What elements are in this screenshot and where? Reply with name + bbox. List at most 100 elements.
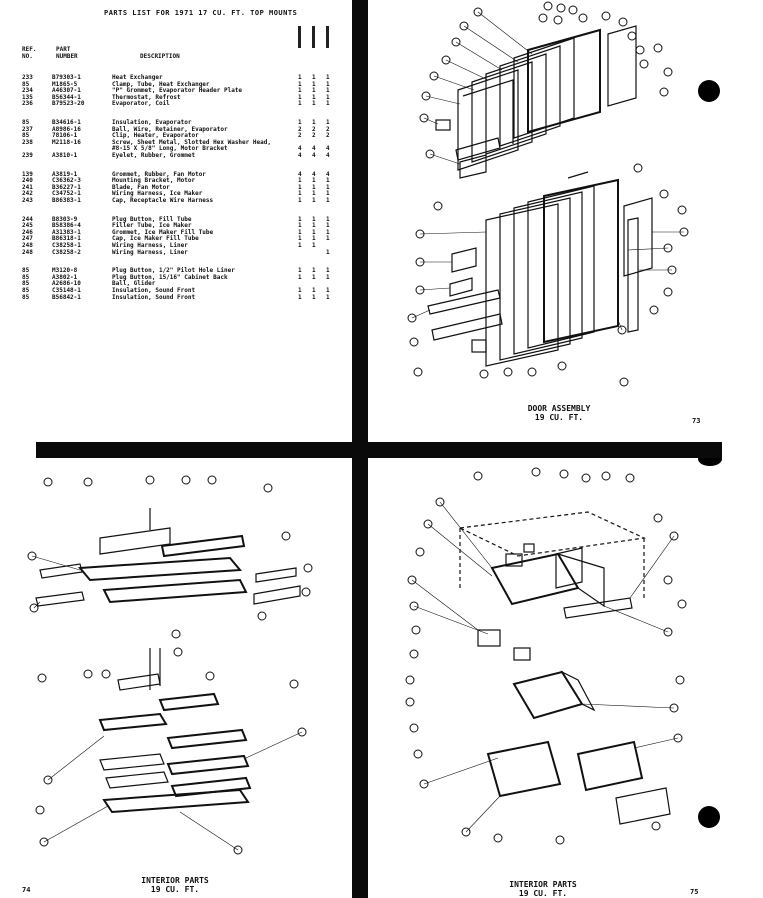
qty-model-3-cell: 1 — [326, 287, 330, 294]
qty-model-1-cell: 1 — [298, 93, 302, 101]
qty-model-3-cell: 1 — [326, 228, 330, 236]
qty-model-3-cell: 1 — [326, 190, 330, 198]
qty-model-3-cell: 1 — [326, 87, 330, 95]
qty-model-1-cell: 1 — [298, 242, 302, 249]
binder-hole — [698, 458, 722, 466]
table-row: 238 M2118-16 Screw, Sheet Metal, Slotted H… — [22, 139, 342, 146]
qty-model-2-cell: 4 — [312, 152, 316, 159]
qty-model-1-cell: 1 — [298, 119, 302, 126]
qty-model-2-cell: 1 — [312, 190, 316, 198]
qty-model-2-cell: 2 — [312, 125, 316, 133]
ref-cell: 85 — [22, 273, 30, 281]
qty-model-2-cell: 2 — [312, 132, 316, 140]
qty-model-1-cell: 1 — [298, 293, 302, 301]
part-number-cell: M1865-5 — [52, 80, 78, 88]
part-number-cell: B56344-1 — [52, 93, 81, 101]
description-cell: Evaporator, Coil — [112, 100, 170, 108]
description-cell: Insulation, Sound Front — [112, 287, 196, 294]
ref-cell: 135 — [22, 93, 33, 101]
description-cell: Screw, Sheet Metal, Slotted Hex Washer H… — [112, 138, 271, 146]
qty-model-3-cell: 2 — [326, 125, 330, 133]
ref-cell: 234 — [22, 87, 33, 95]
qty-model-3-cell: 1 — [326, 222, 330, 230]
part-number-cell: B56842-1 — [52, 293, 81, 301]
qty-model-1-cell: 1 — [298, 235, 302, 243]
part-number-cell: C36362-3 — [52, 177, 81, 185]
qty-model-2-cell: 1 — [312, 228, 316, 236]
qty-model-2-cell: 1 — [312, 74, 316, 81]
ref-cell: 241 — [22, 183, 33, 191]
ref-cell: 85 — [22, 293, 30, 301]
qty-model-1-cell: 1 — [298, 273, 302, 281]
part-number-cell: A3810-1 — [52, 152, 78, 159]
part-number-cell: B8303-9 — [52, 215, 78, 223]
description-cell: Blade, Fan Motor — [112, 183, 170, 191]
parts-list-title: PARTS LIST FOR 1971 17 CU. FT. TOP MOUNT… — [104, 9, 298, 17]
interior-left-caption: INTERIOR PARTS 19 CU. FT. — [141, 876, 209, 894]
part-number-cell: 78106-1 — [52, 132, 78, 140]
page-number-73: 73 — [692, 417, 701, 425]
qty-model-1-cell: 1 — [298, 287, 302, 294]
qty-model-3-cell: 1 — [326, 183, 330, 191]
binder-hole — [698, 80, 720, 102]
ref-cell: 85 — [22, 119, 30, 126]
qty-model-3-cell: 1 — [326, 80, 330, 88]
interior-parts-left-diagram — [27, 475, 313, 855]
qty-model-1-cell: 1 — [298, 80, 302, 88]
ref-cell: 139 — [22, 170, 33, 178]
part-number-cell: C38258-1 — [52, 242, 81, 249]
description-cell: Wiring Harness, Liner — [112, 242, 188, 249]
interior-right-leader-lines — [411, 501, 679, 833]
qty-model-1-cell: 1 — [298, 222, 302, 230]
qty-model-3-cell: 1 — [326, 177, 330, 185]
ref-cell: 85 — [22, 280, 30, 288]
part-number-cell: C35148-1 — [52, 287, 81, 294]
qty-model-2-cell: 1 — [312, 287, 316, 294]
horizontal-divider — [36, 442, 722, 458]
description-cell: Wiring Harness, Ice Maker — [112, 190, 203, 198]
ref-cell: 244 — [22, 215, 33, 223]
ref-cell: 248 — [22, 242, 33, 249]
qty-model-1-cell: 1 — [298, 228, 302, 236]
ref-cell: 238 — [22, 138, 33, 146]
qty-model-2-cell: 1 — [312, 222, 316, 230]
door-assembly-caption: DOOR ASSEMBLY 19 CU. FT. — [527, 404, 591, 422]
description-cell: Grommet, Rubber, Fan Motor — [112, 170, 206, 178]
qty-model-2-cell: 1 — [312, 177, 316, 185]
ref-cell: 245 — [22, 222, 33, 230]
description-cell: Grommet, Ice Maker Fill Tube — [112, 228, 214, 236]
part-number-cell: A46307-1 — [52, 87, 81, 95]
qty-model-3-cell: 1 — [326, 235, 330, 243]
description-cell: Cap, Ice Maker Fill Tube — [112, 235, 199, 243]
fresh-food-door-layers — [427, 171, 653, 367]
part-number-cell: M2118-16 — [52, 138, 81, 146]
door-callouts — [407, 1, 689, 387]
ref-cell: 240 — [22, 177, 33, 185]
ref-cell: 236 — [22, 100, 33, 108]
interior-right-callouts — [405, 467, 687, 845]
ref-cell: 247 — [22, 235, 33, 243]
ref-cell: 242 — [22, 190, 33, 198]
ref-cell: 85 — [22, 267, 30, 275]
qty-model-3-cell: 4 — [326, 145, 330, 153]
qty-model-1-cell: 4 — [298, 152, 302, 159]
qty-model-3-cell: 1 — [326, 248, 330, 256]
description-cell: Heat Exchanger — [112, 74, 163, 81]
interior-parts-left-panel: INTERIOR PARTS 19 CU. FT. 74 — [0, 458, 352, 898]
qty-model-3-cell: 1 — [326, 215, 330, 223]
qty-model-1-cell: 1 — [298, 177, 302, 185]
description-cell: Plug Button, Fill Tube — [112, 215, 192, 223]
